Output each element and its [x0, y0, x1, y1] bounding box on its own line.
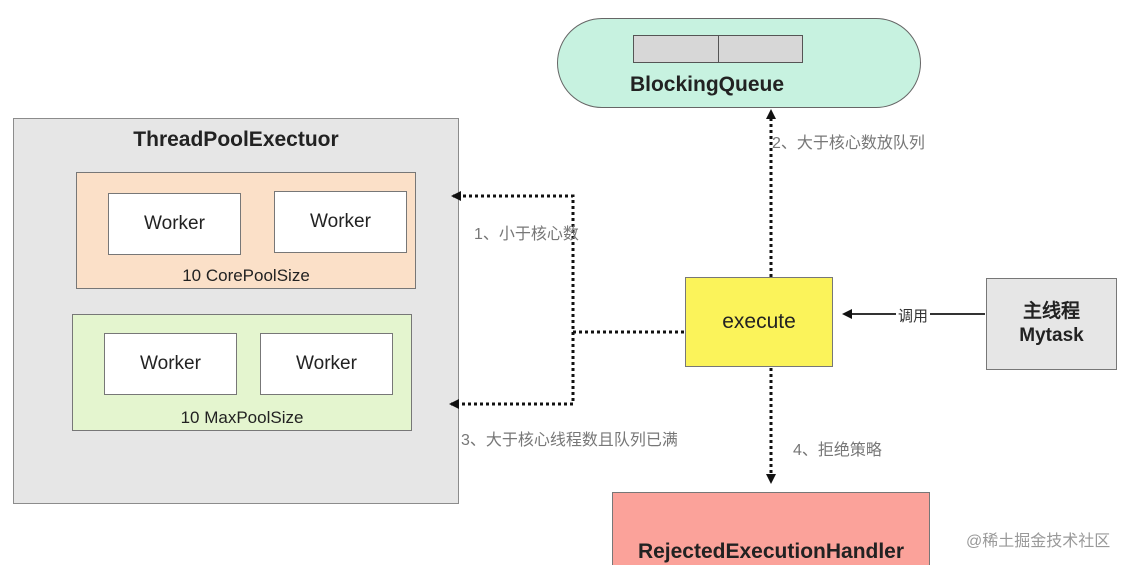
rejected-handler-title: RejectedExecutionHandler	[637, 540, 905, 563]
core-pool-size-label: 10 CorePoolSize	[182, 266, 310, 285]
main-thread-box: 主线程 Mytask	[986, 278, 1117, 370]
thread-pool-title: ThreadPoolExectuor	[133, 128, 339, 151]
execute-box: execute	[685, 277, 833, 367]
max-pool-size-label: 10 MaxPoolSize	[180, 408, 304, 427]
core-worker: Worker	[108, 193, 241, 255]
step1-note: 1、小于核心数	[474, 226, 579, 243]
step4-note: 4、拒绝策略	[793, 442, 882, 459]
queue-slots	[633, 35, 803, 63]
blocking-queue-title: BlockingQueue	[629, 73, 785, 96]
arrow-to-max-pool	[449, 332, 575, 409]
step2-note: 2、大于核心数放队列	[772, 135, 925, 152]
main-thread-line1: 主线程	[1022, 301, 1080, 322]
max-worker: Worker	[104, 333, 237, 395]
max-worker: Worker	[260, 333, 393, 395]
watermark: @稀土掘金技术社区	[966, 533, 1111, 550]
queue-slot	[634, 36, 719, 62]
main-thread-line2: Mytask	[1019, 325, 1084, 346]
blocking-queue-box	[557, 18, 921, 108]
call-label: 调用	[896, 305, 931, 326]
rejected-handler-box	[612, 492, 930, 565]
step3-note: 3、大于核心线程数且队列已满	[461, 432, 678, 449]
arrow-to-core-pool	[451, 191, 684, 334]
core-worker: Worker	[274, 191, 407, 253]
